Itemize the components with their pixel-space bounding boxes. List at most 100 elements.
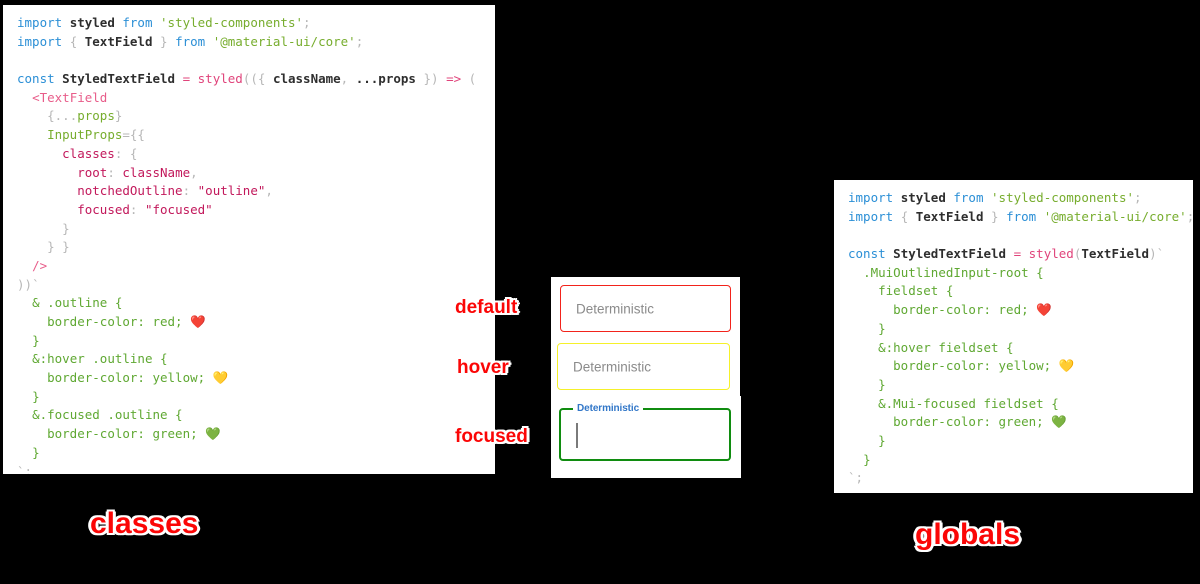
code-token: ,: [265, 183, 273, 199]
code-token: [168, 34, 176, 49]
code-line: root: className,: [17, 164, 495, 183]
code-line: }: [17, 444, 495, 463]
code-token: [17, 146, 62, 161]
code-token: StyledTextField: [62, 71, 176, 87]
code-token: [152, 15, 160, 30]
heart-emoji-icon: ❤️: [1036, 302, 1052, 318]
code-token: [62, 34, 70, 49]
code-line: fieldset {: [848, 282, 1193, 301]
code-token: ...props: [355, 71, 416, 87]
code-token: import: [848, 190, 894, 205]
code-token: [17, 165, 77, 180]
globals-code-block[interactable]: import styled from 'styled-components';i…: [848, 189, 1193, 488]
code-token: [17, 183, 77, 198]
code-token: border-color: red;: [47, 314, 191, 329]
code-token: styled: [197, 71, 243, 87]
textfield-focused[interactable]: Deterministic: [559, 403, 731, 461]
code-token: '@material-ui/core': [212, 33, 356, 49]
code-token: <TextField: [32, 89, 108, 105]
code-token: [17, 239, 47, 254]
code-token: fieldset {: [878, 283, 954, 299]
code-token: ): [1149, 246, 1157, 262]
classes-code-block[interactable]: import styled from 'styled-components';i…: [17, 14, 495, 474]
code-token: `: [32, 276, 40, 292]
code-line: [848, 226, 1193, 245]
preview-panel-bottom: Deterministic: [551, 396, 741, 478]
code-token: :: [107, 164, 123, 180]
code-token: [1006, 246, 1014, 261]
code-line: border-color: yellow; 💛: [17, 369, 495, 388]
code-token: [205, 34, 213, 49]
code-token: from: [953, 190, 984, 205]
code-token: [848, 377, 878, 392]
code-token: }: [863, 451, 871, 467]
code-token: [848, 396, 878, 411]
code-line: ))`: [17, 276, 495, 295]
code-line: } }: [17, 238, 495, 257]
code-token: border-color: yellow;: [893, 358, 1059, 374]
code-line: import styled from 'styled-components';: [848, 189, 1193, 208]
code-line: classes: {: [17, 145, 495, 164]
globals-code-panel: import styled from 'styled-components';i…: [834, 180, 1193, 493]
code-token: }: [991, 208, 999, 224]
textfield-default-value: Deterministic: [576, 301, 655, 316]
code-line: }: [848, 320, 1193, 339]
code-token: [17, 445, 32, 460]
code-token: styled: [900, 190, 946, 205]
textfield-default[interactable]: Deterministic: [560, 285, 731, 332]
code-token: 'styled-components': [160, 15, 304, 30]
code-line: `;: [848, 469, 1193, 488]
code-line: import { TextField } from '@material-ui/…: [17, 33, 495, 52]
code-token: ={{: [122, 127, 145, 143]
textfield-hover[interactable]: Deterministic: [557, 343, 730, 390]
code-token: }: [160, 33, 168, 49]
code-token: }: [32, 444, 40, 460]
code-token: } }: [47, 239, 70, 255]
code-line: `;: [17, 463, 495, 475]
code-token: &.Mui-focused fieldset {: [878, 395, 1059, 411]
code-line: &.focused .outline {: [17, 406, 495, 425]
code-token: [17, 370, 47, 385]
code-token: [17, 127, 47, 142]
code-token: import: [17, 15, 63, 30]
code-token: }: [878, 320, 886, 336]
code-token: [848, 452, 863, 467]
code-token: [17, 90, 32, 105]
code-token: TextField: [915, 208, 984, 224]
code-token: }: [114, 108, 123, 124]
code-token: [190, 71, 198, 86]
heart-emoji-icon: 💚: [1051, 414, 1067, 430]
code-token: `: [848, 470, 856, 486]
code-token: TextField: [1081, 246, 1150, 262]
code-token: {: [69, 33, 78, 49]
code-token: }: [62, 220, 70, 236]
code-token: `: [1156, 246, 1165, 262]
code-token: [17, 202, 77, 217]
code-token: (: [1073, 246, 1082, 262]
code-token: InputProps: [47, 127, 123, 143]
code-token: [983, 190, 991, 205]
code-token: [152, 34, 160, 49]
code-line: const StyledTextField = styled(TextField…: [848, 245, 1193, 264]
code-token: border-color: yellow;: [47, 370, 213, 386]
code-token: [439, 71, 447, 86]
code-token: StyledTextField: [893, 246, 1007, 262]
code-line: }: [17, 332, 495, 351]
code-token: ;: [1134, 190, 1142, 205]
code-token: ;: [303, 15, 311, 30]
code-token: TextField: [84, 33, 153, 49]
code-token: ,: [190, 164, 198, 180]
code-line: import styled from 'styled-components';: [17, 14, 495, 33]
code-token: [848, 283, 878, 298]
code-line: border-color: green; 💚: [17, 425, 495, 444]
code-line: {...props}: [17, 107, 495, 126]
code-line: const StyledTextField = styled(({ classN…: [17, 70, 495, 89]
code-token: )): [17, 276, 33, 292]
heart-emoji-icon: ❤️: [190, 314, 206, 329]
code-line: }: [17, 220, 495, 239]
code-token: className: [122, 164, 191, 180]
code-token: [893, 209, 901, 224]
textfield-focused-floating-label: Deterministic: [573, 403, 644, 414]
heart-emoji-icon: 💛: [1058, 358, 1075, 374]
code-token: {: [900, 208, 909, 224]
